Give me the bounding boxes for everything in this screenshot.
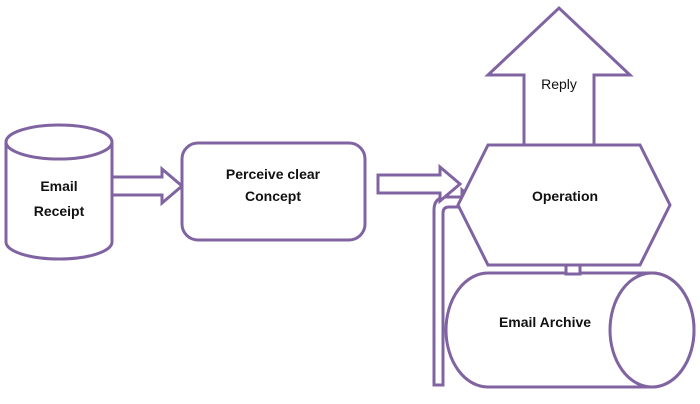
perceive-label-line2: Concept	[245, 188, 301, 204]
arrow-perceive-to-operation	[376, 163, 463, 205]
arrow-receipt-to-perceive	[110, 165, 185, 207]
email-receipt-label-line2: Receipt	[34, 203, 85, 219]
email-archive-cylinder-end	[608, 271, 696, 389]
email-receipt-cylinder	[4, 123, 114, 261]
perceive-concept-box	[180, 141, 367, 242]
email-receipt-cylinder-top	[4, 141, 114, 161]
operation-label: Operation	[532, 188, 598, 204]
reply-arrow	[484, 5, 634, 145]
reply-label: Reply	[541, 76, 577, 92]
email-archive-label: Email Archive	[499, 314, 591, 330]
perceive-label-line1: Perceive clear	[226, 166, 321, 182]
operation-hexagon	[456, 143, 672, 267]
email-receipt-label-line1: Email	[40, 178, 77, 194]
